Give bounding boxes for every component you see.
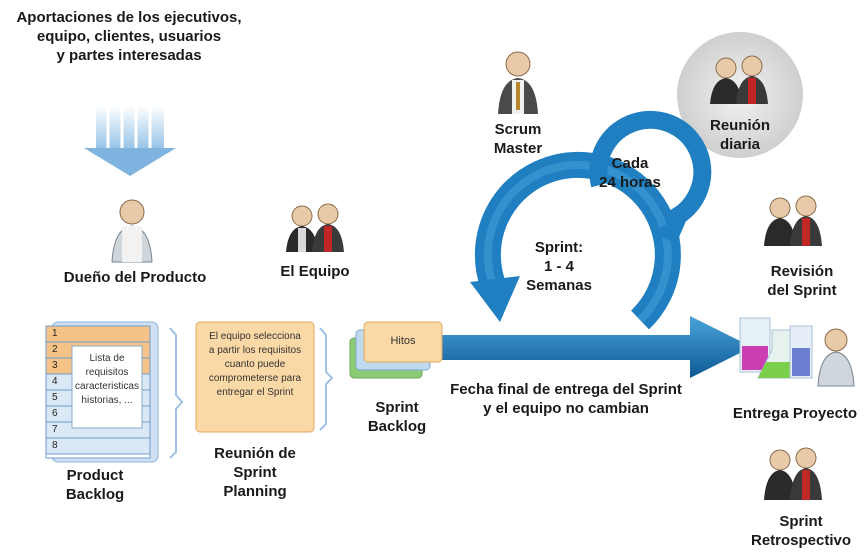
sprint-backlog-title-line: Backlog xyxy=(367,418,427,435)
scrum-master-line: Master xyxy=(493,140,543,157)
backlog-row-number: 2 xyxy=(52,344,58,355)
product-backlog-list: 1 2 3 4 5 6 7 8 xyxy=(46,326,150,458)
planning-note-line: comprometerse para xyxy=(208,373,302,384)
backlog-row-number: 5 xyxy=(52,392,58,403)
daily-cycle-label: Cada 24 horas xyxy=(590,154,670,192)
sprint-backlog-cards xyxy=(349,321,443,379)
sprint-backlog-card-label: Hitos xyxy=(390,335,416,347)
sprint-cycle-line: 1 - 4 xyxy=(543,258,574,275)
planning-title: Reunión de Sprint Planning xyxy=(200,444,310,501)
backlog-note-line: historias, ... xyxy=(81,395,133,406)
retrospective-line: Retrospectivo xyxy=(750,532,852,549)
product-owner-label: Dueño del Producto xyxy=(63,269,207,286)
planning-note-line: El equipo selecciona xyxy=(209,331,301,342)
planning-note-line: cuanto puede xyxy=(224,359,286,370)
retrospective-line: Sprint xyxy=(779,513,823,530)
inputs-label: Aportaciones de los ejecutivos, equipo, … xyxy=(4,8,254,65)
arrow-caption-line: y el equipo no cambian xyxy=(483,400,649,417)
planning-title-line: Reunión de xyxy=(214,445,296,462)
inputs-line: y partes interesadas xyxy=(56,47,202,64)
backlog-row-number: 8 xyxy=(52,440,58,451)
retrospective-label: Sprint Retrospectivo xyxy=(744,512,858,550)
product-backlog-title: Product Backlog xyxy=(40,466,150,504)
backlog-row-number: 7 xyxy=(52,424,58,435)
backlog-row-number: 3 xyxy=(52,360,58,371)
scrum-master-label: Scrum Master xyxy=(478,120,558,158)
sprint-cycle-line: Semanas xyxy=(526,277,592,294)
product-backlog-stack xyxy=(45,321,159,463)
sprint-review-people-icon xyxy=(764,195,822,246)
daily-cycle-line: Cada xyxy=(611,155,649,172)
retrospective-people-icon xyxy=(764,447,822,500)
inputs-line: Aportaciones de los ejecutivos, xyxy=(16,9,242,26)
delivery-beakers xyxy=(739,317,813,379)
planning-note-line: entregar el Sprint xyxy=(216,387,294,398)
scrum-master-person-icon xyxy=(498,51,538,114)
team-label: El Equipo xyxy=(280,263,350,280)
daily-cycle-line: 24 horas xyxy=(599,174,661,191)
scrum-master-line: Scrum xyxy=(494,121,542,138)
daily-meeting-people-icon xyxy=(710,55,768,104)
sprint-review-line: Revisión xyxy=(770,263,834,280)
delivery-label: Entrega Proyecto xyxy=(732,405,858,422)
daily-meeting-label: Reunión diaria xyxy=(698,116,782,154)
backlog-row-number: 6 xyxy=(52,408,58,419)
backlog-note-line: requisitos xyxy=(85,367,129,378)
inputs-line: equipo, clientes, usuarios xyxy=(36,28,222,45)
backlog-row-number: 4 xyxy=(52,376,58,387)
delivery-person-icon xyxy=(817,328,855,387)
daily-cycle-loop xyxy=(589,110,712,244)
sprint-cycle-label: Sprint: 1 - 4 Semanas xyxy=(514,238,604,295)
team-people-icon xyxy=(286,203,344,252)
sprint-backlog-title-line: Sprint xyxy=(375,399,419,416)
planning-note-line: a partir los requisitos xyxy=(208,345,302,356)
backlog-note-line: Lista de xyxy=(89,353,125,364)
planning-title-line: Planning xyxy=(223,483,287,500)
product-backlog-note: Lista de requisitos caracteristicas hist… xyxy=(72,352,142,408)
planning-note: El equipo selecciona a partir los requis… xyxy=(196,330,314,400)
daily-meeting-line: Reunión xyxy=(710,117,770,134)
planning-note-box xyxy=(195,321,315,433)
sprint-review-label: Revisión del Sprint xyxy=(752,262,852,300)
product-backlog-title-line: Backlog xyxy=(65,486,125,503)
daily-meeting-line: diaria xyxy=(719,136,761,153)
backlog-row-number: 1 xyxy=(52,328,58,339)
sprint-backlog-title: Sprint Backlog xyxy=(352,398,442,436)
product-owner-person-icon xyxy=(111,199,153,263)
arrow-caption: Fecha final de entrega del Sprint y el e… xyxy=(436,380,696,418)
backlog-bracket xyxy=(169,327,184,459)
sprint-review-line: del Sprint xyxy=(767,282,837,299)
arrow-caption-line: Fecha final de entrega del Sprint xyxy=(450,381,682,398)
sprint-main-arrow xyxy=(430,316,752,378)
input-arrow xyxy=(84,106,176,176)
product-backlog-title-line: Product xyxy=(66,467,124,484)
sprint-cycle-line: Sprint: xyxy=(534,239,584,256)
planning-bracket xyxy=(319,327,334,431)
planning-title-line: Sprint xyxy=(233,464,277,481)
backlog-note-line: caracteristicas xyxy=(75,381,139,392)
